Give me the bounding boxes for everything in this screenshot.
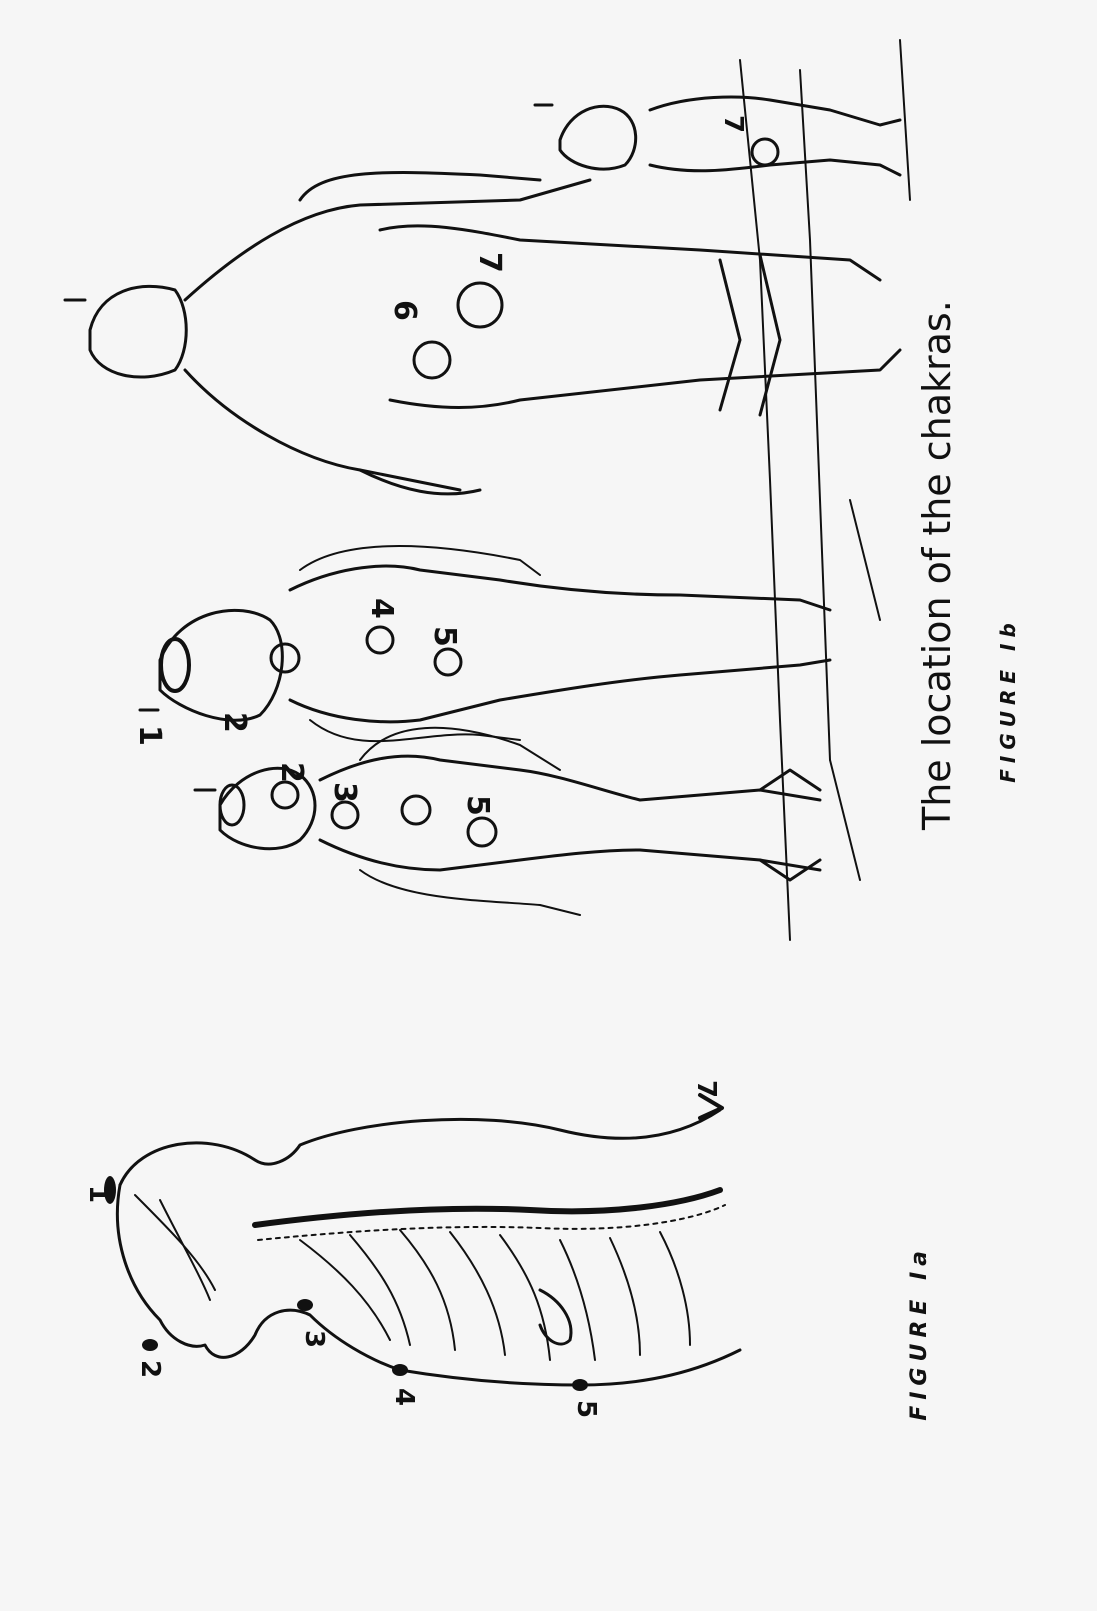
man-figure: 6 7 (65, 173, 900, 494)
chakra-dot (572, 1379, 588, 1391)
ground-lines (740, 40, 910, 940)
marker-label: 7 (691, 1080, 721, 1098)
woman-figure: 1 2 4 5 (132, 546, 830, 746)
child-figure: 7 (535, 97, 900, 175)
figure-ia-profile: 1 2 3 4 5 7 FIGURE Ia (83, 1080, 932, 1421)
marker-label: 7 (472, 252, 507, 273)
marker-label: 3 (299, 1330, 329, 1348)
marker-label: 5 (427, 626, 462, 647)
marker-label: 1 (83, 1185, 113, 1203)
caption-text: The location of the chakras. (915, 300, 959, 831)
marker-label: 6 (387, 300, 422, 321)
marker-label: 2 (217, 712, 252, 733)
marker-label: 4 (389, 1388, 419, 1406)
chakra-dot (392, 1364, 408, 1376)
figure-ib-group: 2 3 5 1 2 4 5 (65, 40, 1020, 940)
marker-label: 5 (460, 795, 495, 816)
marker-label: 2 (274, 762, 309, 783)
chakra-dot (297, 1299, 313, 1311)
marker-label: 2 (135, 1360, 165, 1378)
figure-ib-label: FIGURE Ib (996, 617, 1020, 783)
marker-label: 4 (364, 598, 399, 619)
marker-label: 1 (132, 725, 167, 746)
figure-ia-label: FIGURE Ia (907, 1245, 932, 1421)
marker-label: 5 (571, 1400, 601, 1418)
chakra-dot (142, 1339, 158, 1351)
marker-label: 3 (327, 782, 362, 803)
girl-figure: 2 3 5 (195, 728, 820, 915)
marker-label: 7 (718, 115, 748, 133)
